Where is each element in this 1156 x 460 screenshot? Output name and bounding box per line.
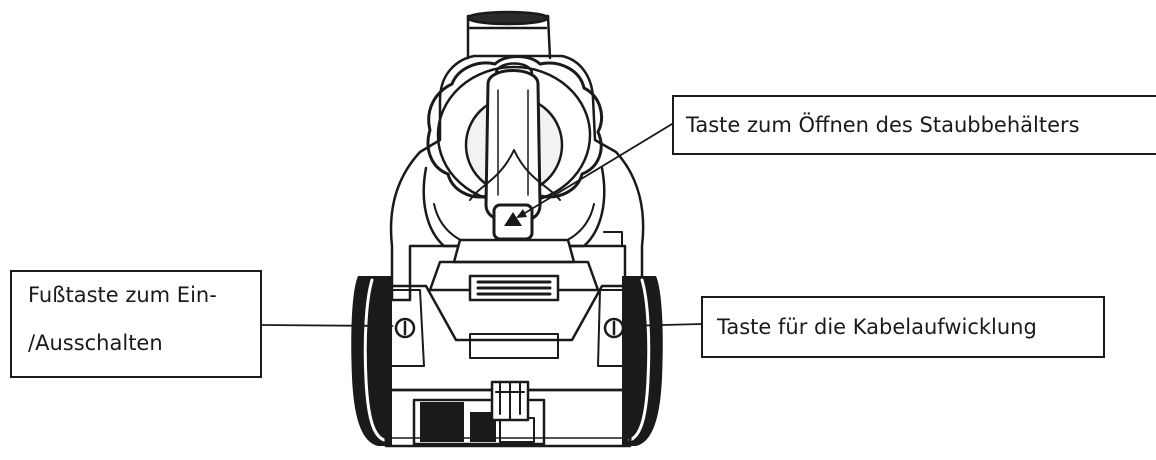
leader-line-cable-rewind <box>623 323 702 327</box>
arrowhead-foot-switch <box>384 321 394 331</box>
callout-dustbin-label: Taste zum Öffnen des Staubbehälters <box>686 113 1080 137</box>
arrowhead-dustbin <box>516 209 527 218</box>
callout-cable-rewind-button: Taste für die Kabelaufwicklung <box>701 296 1105 358</box>
callout-foot-switch-line2: /Ausschalten <box>28 331 163 355</box>
leader-line-dustbin <box>519 123 673 217</box>
callout-foot-switch: Fußtaste zum Ein- /Ausschalten <box>10 270 262 378</box>
leader-lines <box>261 123 702 327</box>
callout-dustbin-button: Taste zum Öffnen des Staubbehälters <box>672 95 1156 155</box>
leader-line-foot-switch <box>261 324 393 327</box>
callout-cable-rewind-label: Taste für die Kabelaufwicklung <box>717 315 1037 339</box>
callout-foot-switch-line1: Fußtaste zum Ein- <box>28 283 217 307</box>
arrowhead-cable-rewind <box>622 321 632 331</box>
vacuum-body <box>351 10 663 448</box>
